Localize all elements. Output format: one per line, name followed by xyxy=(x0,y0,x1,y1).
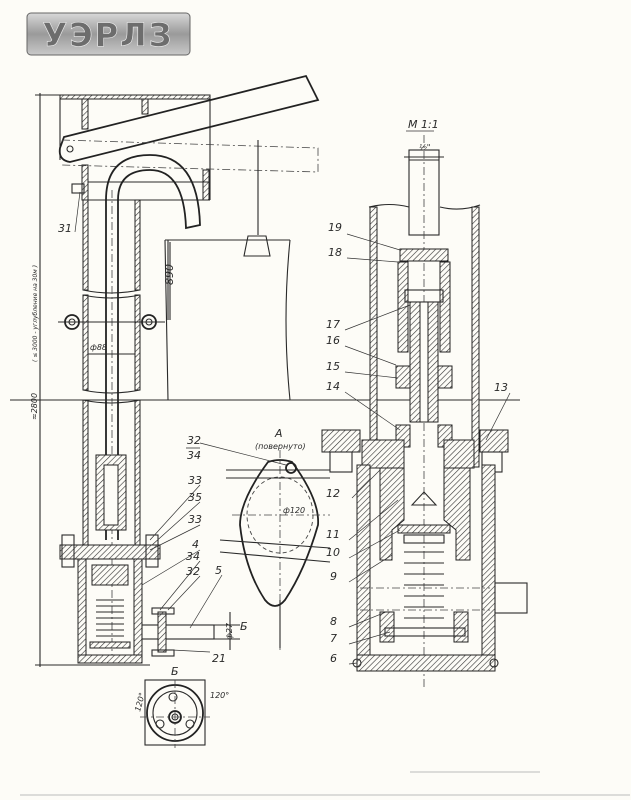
callout: 18 xyxy=(328,246,342,259)
height-890-dim: 890 xyxy=(163,264,176,285)
callout: 13 xyxy=(494,381,508,394)
pipe-size-label: ½" xyxy=(419,143,430,152)
view-b-title: Б xyxy=(171,665,179,678)
callout-34: 34 xyxy=(187,449,201,462)
drawing-labels: М 1:1 ½" А (повернуто) ф120 32 34 Б 120°… xyxy=(30,118,439,713)
callout: 35 xyxy=(188,491,202,504)
company-logo: УЭРЛЗ xyxy=(26,12,191,56)
detail-a-subtitle: (повернуто) xyxy=(255,442,306,451)
scale-label: М 1:1 xyxy=(408,118,439,131)
total-height-dim: ≈2800 xyxy=(30,393,39,420)
section-mark-b: Б xyxy=(240,620,248,633)
callout: 12 xyxy=(326,487,340,500)
callout: 10 xyxy=(326,546,340,559)
pump-general-view xyxy=(10,74,520,748)
svg-text:УЭРЛЗ: УЭРЛЗ xyxy=(43,16,174,54)
callout: 31 xyxy=(58,222,72,235)
detail-a-diameter: ф120 xyxy=(283,506,305,515)
left-callouts: 31 33 35 33 4 34 32 5 21 xyxy=(58,222,226,665)
callout: 33 xyxy=(188,474,202,487)
callout-32: 32 xyxy=(187,434,201,447)
callout: 9 xyxy=(330,570,337,583)
callout: 17 xyxy=(326,318,340,331)
view-b-angle-right: 120° xyxy=(210,691,229,700)
callout: 4 xyxy=(192,538,199,551)
callout: 7 xyxy=(330,632,337,645)
callout: 6 xyxy=(330,652,337,665)
callout: 14 xyxy=(326,380,340,393)
callout: 33 xyxy=(188,513,202,526)
callout: 5 xyxy=(215,564,222,577)
pump-cylinder-section xyxy=(321,135,528,690)
callout-leaders xyxy=(74,191,511,665)
callout: 16 xyxy=(326,334,340,347)
pipe-diameter-dim: ф88 xyxy=(90,343,107,352)
callout: 8 xyxy=(330,615,337,628)
callout: 21 xyxy=(212,652,226,665)
callout: 32 xyxy=(186,565,200,578)
detail-a-view xyxy=(219,450,331,650)
right-callouts: 19 18 17 16 15 14 13 12 11 10 9 8 7 6 xyxy=(326,221,508,665)
callout: 19 xyxy=(328,221,342,234)
depth-note: ( ≤ 3000 - углубление на 30м ) xyxy=(32,265,39,362)
detail-a-title: А xyxy=(274,427,283,440)
outlet-diameter-dim: ф27 xyxy=(225,622,234,640)
callout: 11 xyxy=(326,528,340,541)
callout: 15 xyxy=(326,360,340,373)
callout: 34 xyxy=(186,550,200,563)
